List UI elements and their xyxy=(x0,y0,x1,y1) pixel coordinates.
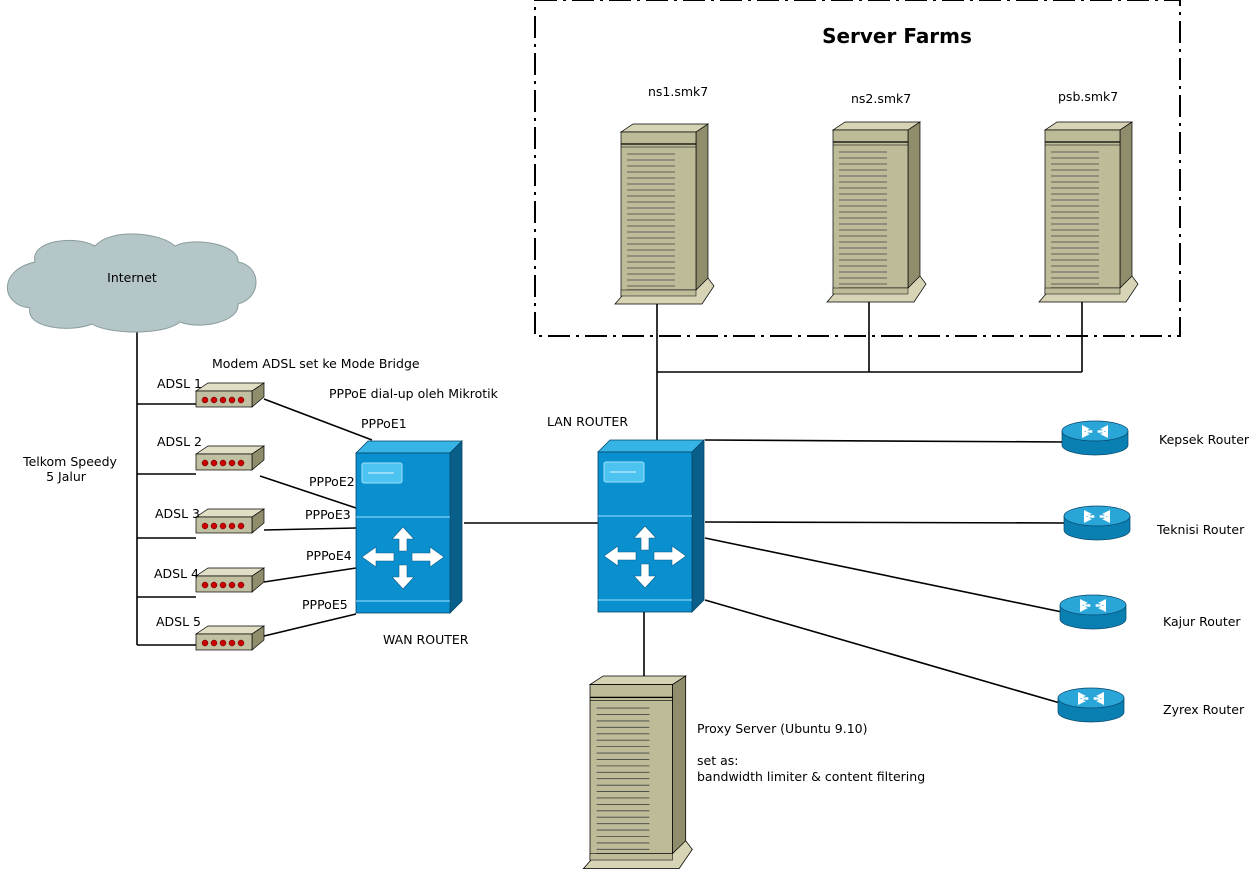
adsl-label: ADSL 4 xyxy=(154,566,199,581)
server-farm-title: Server Farms xyxy=(822,24,972,48)
adsl-modem-icon xyxy=(195,508,265,534)
server-label: ns1.smk7 xyxy=(648,84,708,99)
router-icon xyxy=(1063,505,1131,541)
wan-router-label: WAN ROUTER xyxy=(383,632,469,647)
proxy-role: bandwidth limiter & content filtering xyxy=(697,769,925,784)
router-icon xyxy=(1057,687,1125,723)
pppoe-label: PPPoE5 xyxy=(302,597,348,612)
adsl-label: ADSL 5 xyxy=(156,614,201,629)
server-tower-icon xyxy=(1038,121,1139,303)
lan-router-icon xyxy=(597,439,705,613)
internet-label: Internet xyxy=(107,270,157,285)
server-tower-icon xyxy=(614,123,715,305)
adsl-modem-icon xyxy=(195,625,265,651)
proxy-server-icon xyxy=(582,675,693,870)
internet-cloud-icon xyxy=(6,233,257,333)
router-icon xyxy=(1059,594,1127,630)
adsl-modem-icon xyxy=(195,382,265,408)
branch-router-label: Teknisi Router xyxy=(1156,522,1245,537)
pppoe-label: PPPoE2 xyxy=(309,474,355,489)
adsl-label: ADSL 3 xyxy=(155,506,200,521)
isp-label-line1: Telkom Speedy xyxy=(22,454,117,469)
modem-mode-note: Modem ADSL set ke Mode Bridge xyxy=(212,356,420,371)
lan-router-label: LAN ROUTER xyxy=(547,414,628,429)
proxy-title: Proxy Server (Ubuntu 9.10) xyxy=(697,721,868,736)
branch-router-label: Kajur Router xyxy=(1163,614,1241,629)
adsl-modem-icon xyxy=(195,445,265,471)
branch-router-label: Zyrex Router xyxy=(1163,702,1245,717)
adsl-modem-icon xyxy=(195,567,265,593)
pppoe-label: PPPoE1 xyxy=(361,416,407,431)
isp-label-line2: 5 Jalur xyxy=(46,469,87,484)
wan-router-icon xyxy=(355,440,463,614)
server-label: ns2.smk7 xyxy=(851,91,911,106)
server-tower-icon xyxy=(826,121,927,303)
adsl-label: ADSL 2 xyxy=(157,434,202,449)
connection-lines xyxy=(136,302,1083,704)
proxy-set-as: set as: xyxy=(697,753,738,768)
pppoe-dialup-note: PPPoE dial-up oleh Mikrotik xyxy=(329,386,499,401)
server-label: psb.smk7 xyxy=(1058,89,1118,104)
pppoe-label: PPPoE3 xyxy=(305,507,351,522)
branch-router-label: Kepsek Router xyxy=(1159,432,1250,447)
adsl-label: ADSL 1 xyxy=(157,376,202,391)
server-farm-frame xyxy=(534,0,1181,337)
pppoe-label: PPPoE4 xyxy=(306,548,352,563)
router-icon xyxy=(1061,420,1129,456)
